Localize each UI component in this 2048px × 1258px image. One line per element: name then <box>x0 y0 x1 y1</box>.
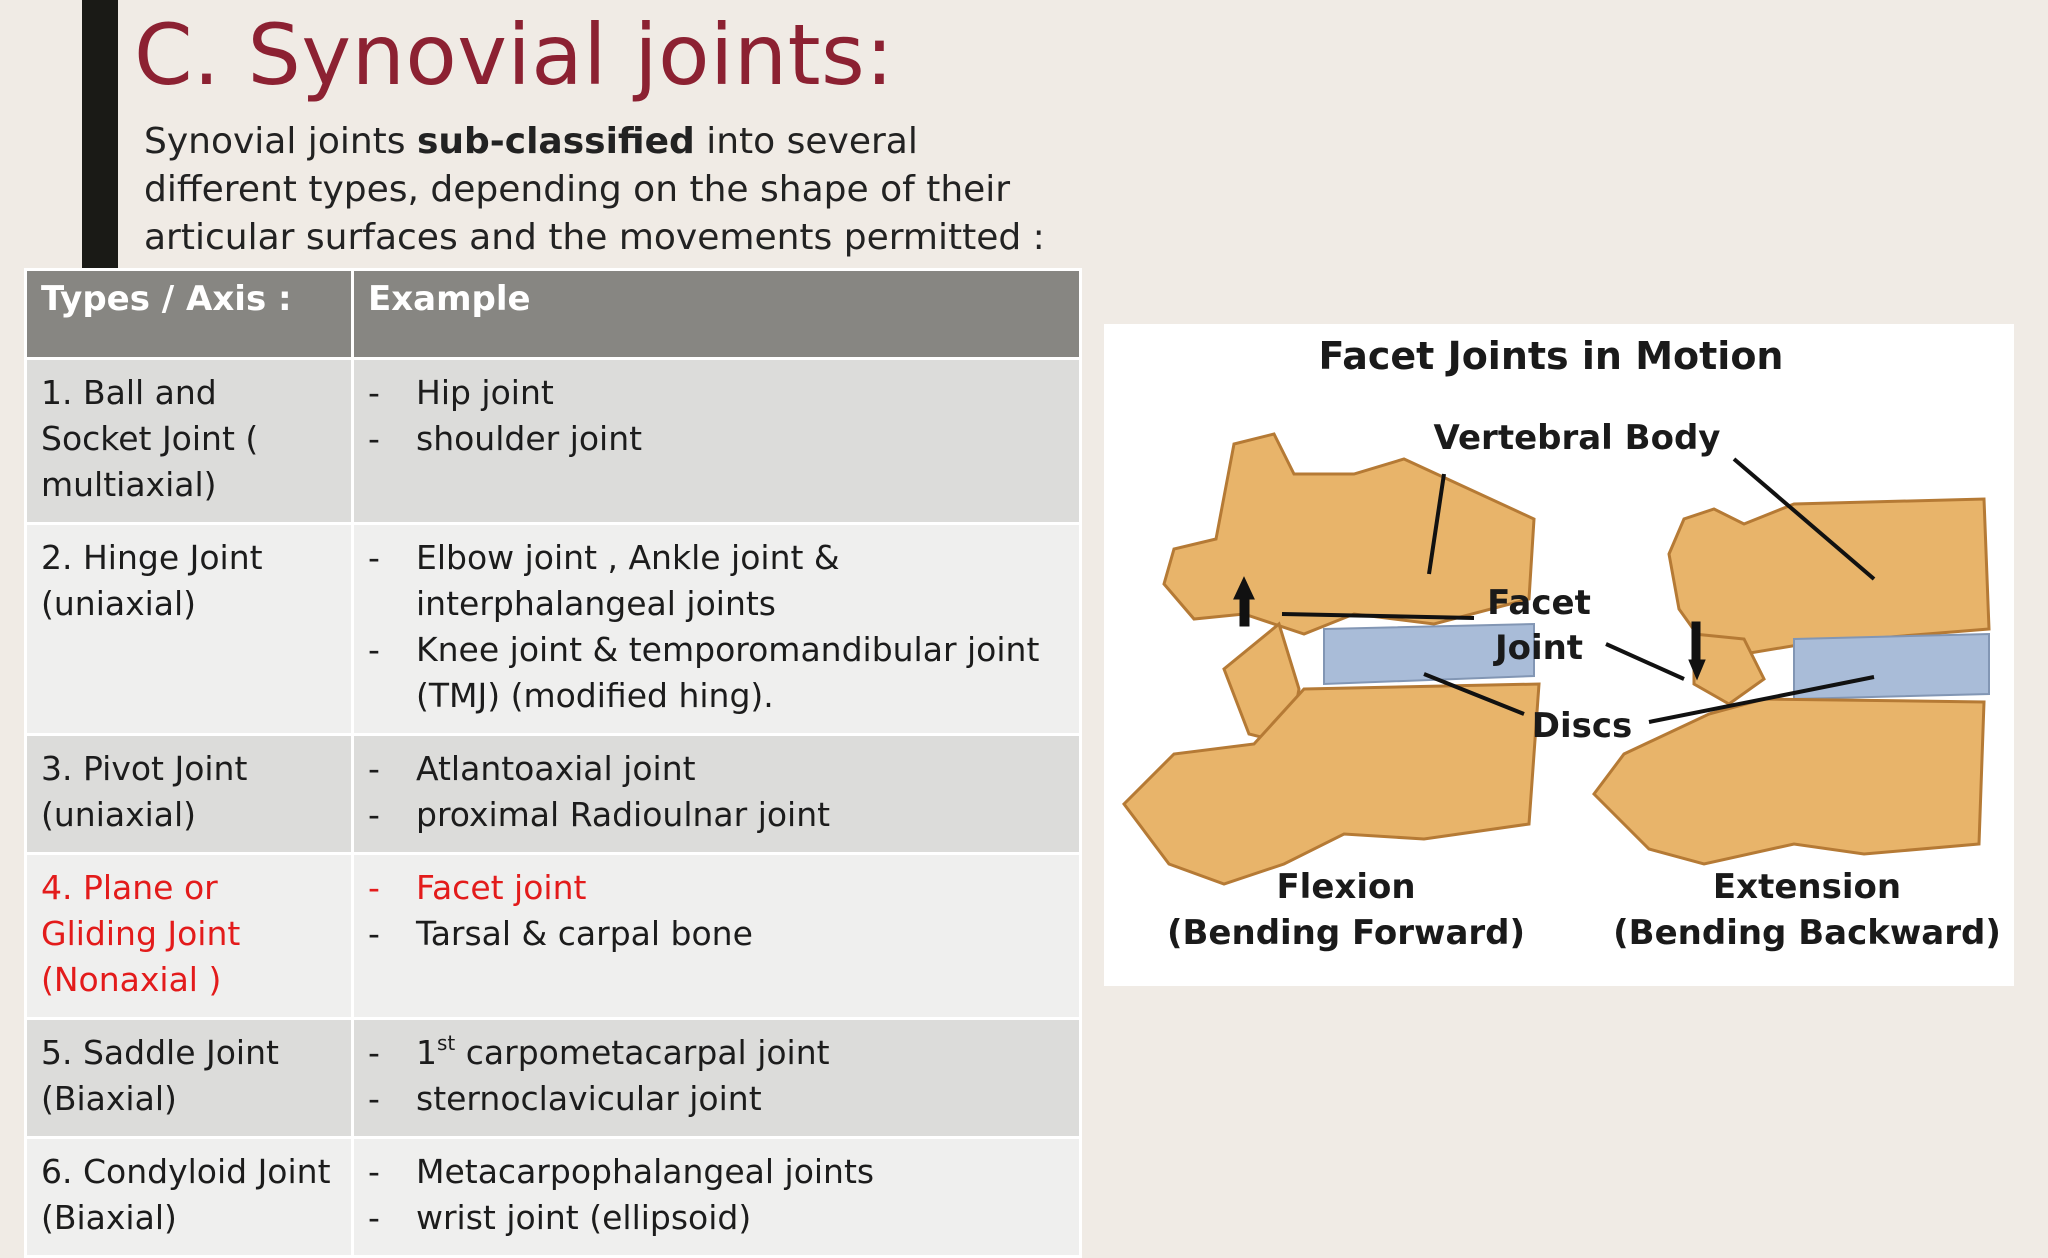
pointer-vertebral-body-left <box>1427 473 1446 575</box>
joint-types-table: Types / Axis : Example 1. Ball and Socke… <box>24 268 1082 1258</box>
type-cell: 4. Plane or Gliding Joint (Nonaxial ) <box>24 852 354 1020</box>
flexion-vertebrae <box>1122 432 1541 886</box>
example-cell: Facet joint Tarsal & carpal bone <box>351 852 1082 1020</box>
example-item: shoulder joint <box>368 416 1065 462</box>
table-row: 3. Pivot Joint (uniaxial) Atlantoaxial j… <box>24 733 1082 855</box>
type-cell: 1. Ball and Socket Joint ( multiaxial) <box>24 357 354 525</box>
intro-prefix: Synovial joints <box>144 121 417 162</box>
table-header-row: Types / Axis : Example <box>24 268 1082 360</box>
example-item: Tarsal & carpal bone <box>368 911 1065 957</box>
down-arrow-icon <box>1688 621 1706 681</box>
flexion-subtitle: (Bending Forward) <box>1167 913 1525 953</box>
example-cell: Atlantoaxial joint proximal Radioulnar j… <box>351 733 1082 855</box>
pointer-disc-right <box>1648 675 1875 724</box>
lower-vertebra-left <box>1122 682 1541 886</box>
intro-bold: sub-classified <box>416 121 695 162</box>
example-item: Metacarpophalangeal joints <box>368 1149 1065 1195</box>
pointer-vertebral-body-right <box>1732 457 1876 581</box>
flexion-title: Flexion <box>1276 867 1415 907</box>
example-item: Elbow joint , Ankle joint & interphalang… <box>368 535 1065 627</box>
type-cell: 2. Hinge Joint (uniaxial) <box>24 522 354 736</box>
pointer-facet-right <box>1605 642 1685 681</box>
facet-joints-figure: Facet Joints in Motion Vertebral Body <box>1104 324 2014 986</box>
example-cell: Metacarpophalangeal joints wrist joint (… <box>351 1136 1082 1258</box>
slide-intro: Synovial joints sub-classified into seve… <box>144 118 1074 262</box>
example-cell: 1st carpometacarpal joint sternoclavicul… <box>351 1017 1082 1139</box>
upper-vertebra-right <box>1667 497 1991 656</box>
example-item: proximal Radioulnar joint <box>368 792 1065 838</box>
ordinal-suffix: st <box>437 1031 456 1055</box>
example-item: Hip joint <box>368 370 1065 416</box>
example-cell: Elbow joint , Ankle joint & interphalang… <box>351 522 1082 736</box>
table-row: 6. Condyloid Joint (Biaxial) Metacarpoph… <box>24 1136 1082 1258</box>
example-item: 1st carpometacarpal joint <box>368 1030 1065 1076</box>
header-example: Example <box>351 268 1082 360</box>
figure-title: Facet Joints in Motion <box>1319 334 1784 378</box>
example-text: carpometacarpal joint <box>455 1033 830 1072</box>
disc-right <box>1793 632 1990 701</box>
example-item: Facet joint <box>368 865 1065 911</box>
extension-subtitle: (Bending Backward) <box>1613 913 2001 953</box>
example-item: Atlantoaxial joint <box>368 746 1065 792</box>
header-types-axis: Types / Axis : <box>24 268 354 360</box>
pointer-facet-left <box>1281 612 1475 620</box>
label-discs: Discs <box>1532 706 1633 746</box>
ordinal-number: 1 <box>416 1033 437 1072</box>
table-row: 2. Hinge Joint (uniaxial) Elbow joint , … <box>24 522 1082 736</box>
type-cell: 6. Condyloid Joint (Biaxial) <box>24 1136 354 1258</box>
intro-suffix: into several different types, depending … <box>144 121 1045 258</box>
type-cell: 3. Pivot Joint (uniaxial) <box>24 733 354 855</box>
lower-vertebra-right <box>1592 697 1986 866</box>
pointer-lines <box>1281 457 1876 724</box>
facet-process-right <box>1692 632 1766 706</box>
label-vertebral-body: Vertebral Body <box>1434 418 1721 458</box>
facet-joints-illustration: Facet Joints in Motion Vertebral Body <box>1104 324 2014 986</box>
table-row-highlighted: 4. Plane or Gliding Joint (Nonaxial ) Fa… <box>24 852 1082 1020</box>
extension-title: Extension <box>1713 867 1901 907</box>
table-row: 1. Ball and Socket Joint ( multiaxial) H… <box>24 357 1082 525</box>
slide-title: C. Synovial joints: <box>134 6 895 104</box>
example-item: wrist joint (ellipsoid) <box>368 1195 1065 1241</box>
label-joint: Joint <box>1493 628 1583 668</box>
disc-left <box>1323 622 1535 686</box>
example-item: sternoclavicular joint <box>368 1076 1065 1122</box>
type-cell: 5. Saddle Joint (Biaxial) <box>24 1017 354 1139</box>
up-arrow-icon <box>1233 576 1255 627</box>
example-cell: Hip joint shoulder joint <box>351 357 1082 525</box>
label-facet: Facet <box>1487 583 1591 623</box>
extension-vertebrae <box>1592 497 1991 866</box>
pointer-disc-left <box>1423 672 1525 716</box>
example-item: Knee joint & temporomandibular joint (TM… <box>368 627 1065 719</box>
table-row: 5. Saddle Joint (Biaxial) 1st carpometac… <box>24 1017 1082 1139</box>
